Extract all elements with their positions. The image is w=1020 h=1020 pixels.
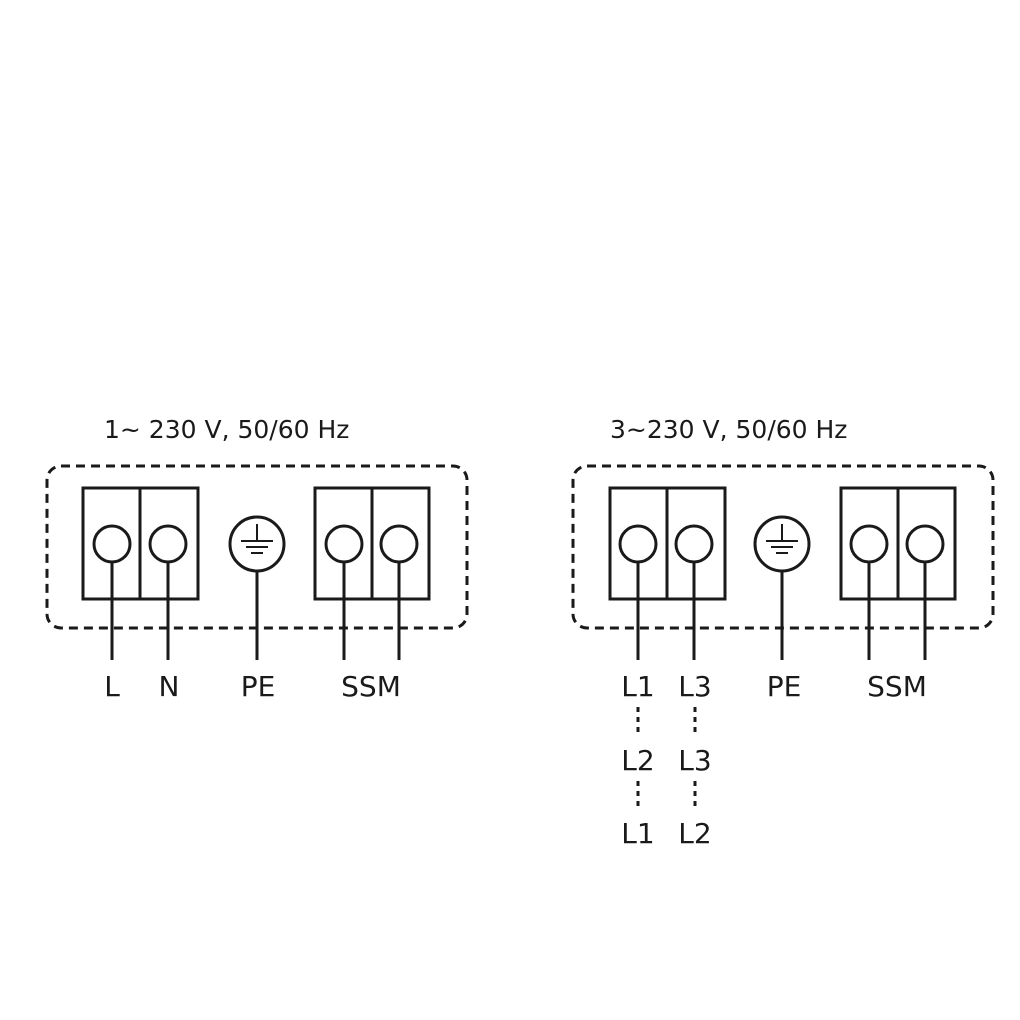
terminal-screw-icon bbox=[148, 524, 188, 564]
ssm-terminal-block bbox=[839, 486, 957, 660]
ssm-terminal-block bbox=[313, 486, 431, 660]
terminal-screw-icon bbox=[674, 524, 714, 564]
power-terminal-block bbox=[81, 486, 200, 660]
terminal-screw-icon bbox=[849, 524, 889, 564]
terminal-screw-icon bbox=[905, 524, 945, 564]
ground-terminal bbox=[753, 515, 811, 660]
label-pe: PE bbox=[767, 670, 802, 703]
label-l1: L1 bbox=[621, 670, 654, 703]
terminal-screw-icon bbox=[379, 524, 419, 564]
single-phase-panel: 1~ 230 V, 50/60 Hz bbox=[45, 415, 469, 703]
terminal-screw-icon bbox=[92, 524, 132, 564]
three-phase-title: 3~230 V, 50/60 Hz bbox=[610, 415, 847, 444]
alt-label-row1-a: L2 bbox=[621, 744, 654, 777]
power-terminal-block bbox=[608, 486, 727, 660]
alt-label-row2-b: L2 bbox=[678, 817, 711, 850]
label-l: L bbox=[104, 670, 120, 703]
label-l3: L3 bbox=[678, 670, 711, 703]
single-phase-title: 1~ 230 V, 50/60 Hz bbox=[104, 415, 349, 444]
three-phase-panel: 3~230 V, 50/60 Hz bbox=[571, 415, 995, 850]
terminal-screw-icon bbox=[324, 524, 364, 564]
label-n: N bbox=[159, 670, 180, 703]
alt-label-row1-b: L3 bbox=[678, 744, 711, 777]
label-pe: PE bbox=[241, 670, 276, 703]
label-ssm: SSM bbox=[341, 670, 401, 703]
label-ssm: SSM bbox=[867, 670, 927, 703]
ground-terminal bbox=[228, 515, 286, 660]
alt-label-row2-a: L1 bbox=[621, 817, 654, 850]
terminal-screw-icon bbox=[618, 524, 658, 564]
